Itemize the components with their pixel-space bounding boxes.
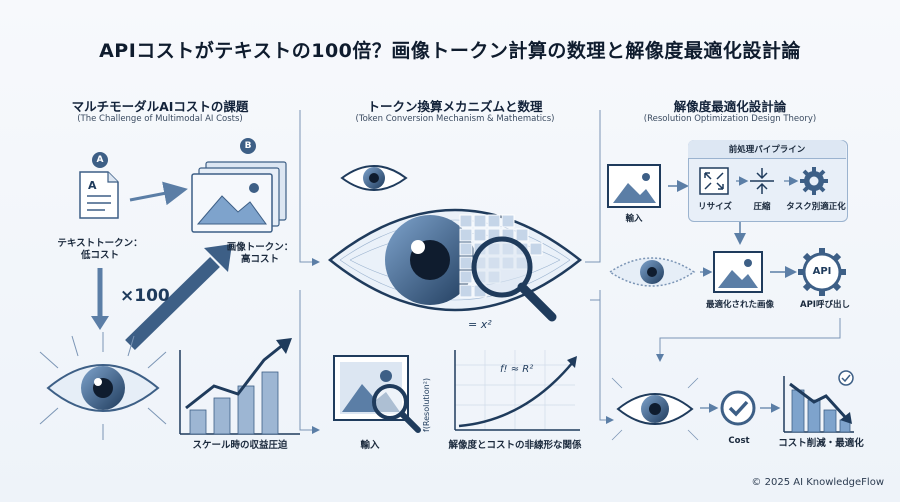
arrow-doc-to-image <box>129 181 188 206</box>
image-stack-icon <box>191 161 287 233</box>
image-token-label: 画像トークン： 高コスト <box>226 242 294 265</box>
optimized-image-icon <box>713 251 763 293</box>
document-icon: A <box>79 171 119 219</box>
cost-reduction-label: コスト削減・最適化 <box>778 438 864 449</box>
section-subtitle-right: (Resolution Optimization Design Theory) <box>643 114 817 124</box>
check-circle-icon <box>720 390 756 426</box>
pipeline-step-resize: リサイズ <box>698 202 732 212</box>
section-subtitle-left: (The Challenge of Multimodal AI Costs) <box>77 114 243 124</box>
middle-input-label: 輸入 <box>360 440 380 451</box>
formula-grid: = x² <box>468 318 492 331</box>
api-gear-icon <box>798 248 846 296</box>
right-input-image-icon <box>607 164 661 208</box>
badge-b: B <box>240 138 256 154</box>
preprocessing-pipeline-header <box>688 140 846 159</box>
resize-icon-overlay <box>699 167 729 195</box>
right-input-label: 輸入 <box>625 214 643 224</box>
multiplier-label: ×100 <box>120 286 170 306</box>
pipeline-title: 前処理パイプライン <box>728 145 806 155</box>
section-title-left: マルチモーダルAIコストの課題 <box>71 99 249 114</box>
growth-arrow-shaft <box>125 256 220 351</box>
revenue-bars <box>179 338 300 435</box>
section-title-middle: トークン換算メカニズムと数理 <box>367 99 543 114</box>
small-eye-icon <box>340 165 408 191</box>
big-eye-icon <box>327 208 583 322</box>
gear-icon-overlay <box>800 167 828 195</box>
input-image-icon <box>333 355 421 433</box>
pixel-eye-icon <box>608 257 696 287</box>
compress-icon-overlay <box>750 168 774 194</box>
api-call-label: API呼び出し <box>800 300 850 310</box>
cost-reduction-chart <box>783 370 854 433</box>
svg-text:A: A <box>88 179 97 192</box>
bottom-eye-icon <box>611 377 699 441</box>
pipeline-step-compress: 圧縮 <box>753 202 771 212</box>
scale-label: スケール時の収益圧迫 <box>192 440 288 451</box>
connector-lines <box>299 110 614 434</box>
cost-label: Cost <box>728 436 750 446</box>
growth-arrow-head <box>204 244 232 272</box>
relation-label: 解像度とコストの非線形な関係 <box>448 440 582 451</box>
formula-curve: f! ≈ R² <box>500 364 534 375</box>
text-token-label: テキストトークン： 低コスト <box>57 238 143 261</box>
footer-copyright: © 2025 AI KnowledgeFlow <box>751 477 884 488</box>
page-title: APIコストがテキストの100倍？画像トークン計算の数理と解像度最適化設計論 <box>99 40 801 62</box>
section-title-right: 解像度最適化設計論 <box>673 99 787 114</box>
cost-curve-chart <box>454 350 580 431</box>
optimized-image-label: 最適化された画像 <box>705 300 774 310</box>
pipeline-step-task: タスク別適正化 <box>786 202 846 212</box>
section-subtitle-middle: (Token Conversion Mechanism & Mathematic… <box>355 114 555 124</box>
badge-a: A <box>92 152 108 168</box>
circuit-eye-icon <box>39 332 167 440</box>
yaxis-label: f(Resolution²) <box>422 377 431 432</box>
api-badge: API <box>812 266 832 277</box>
